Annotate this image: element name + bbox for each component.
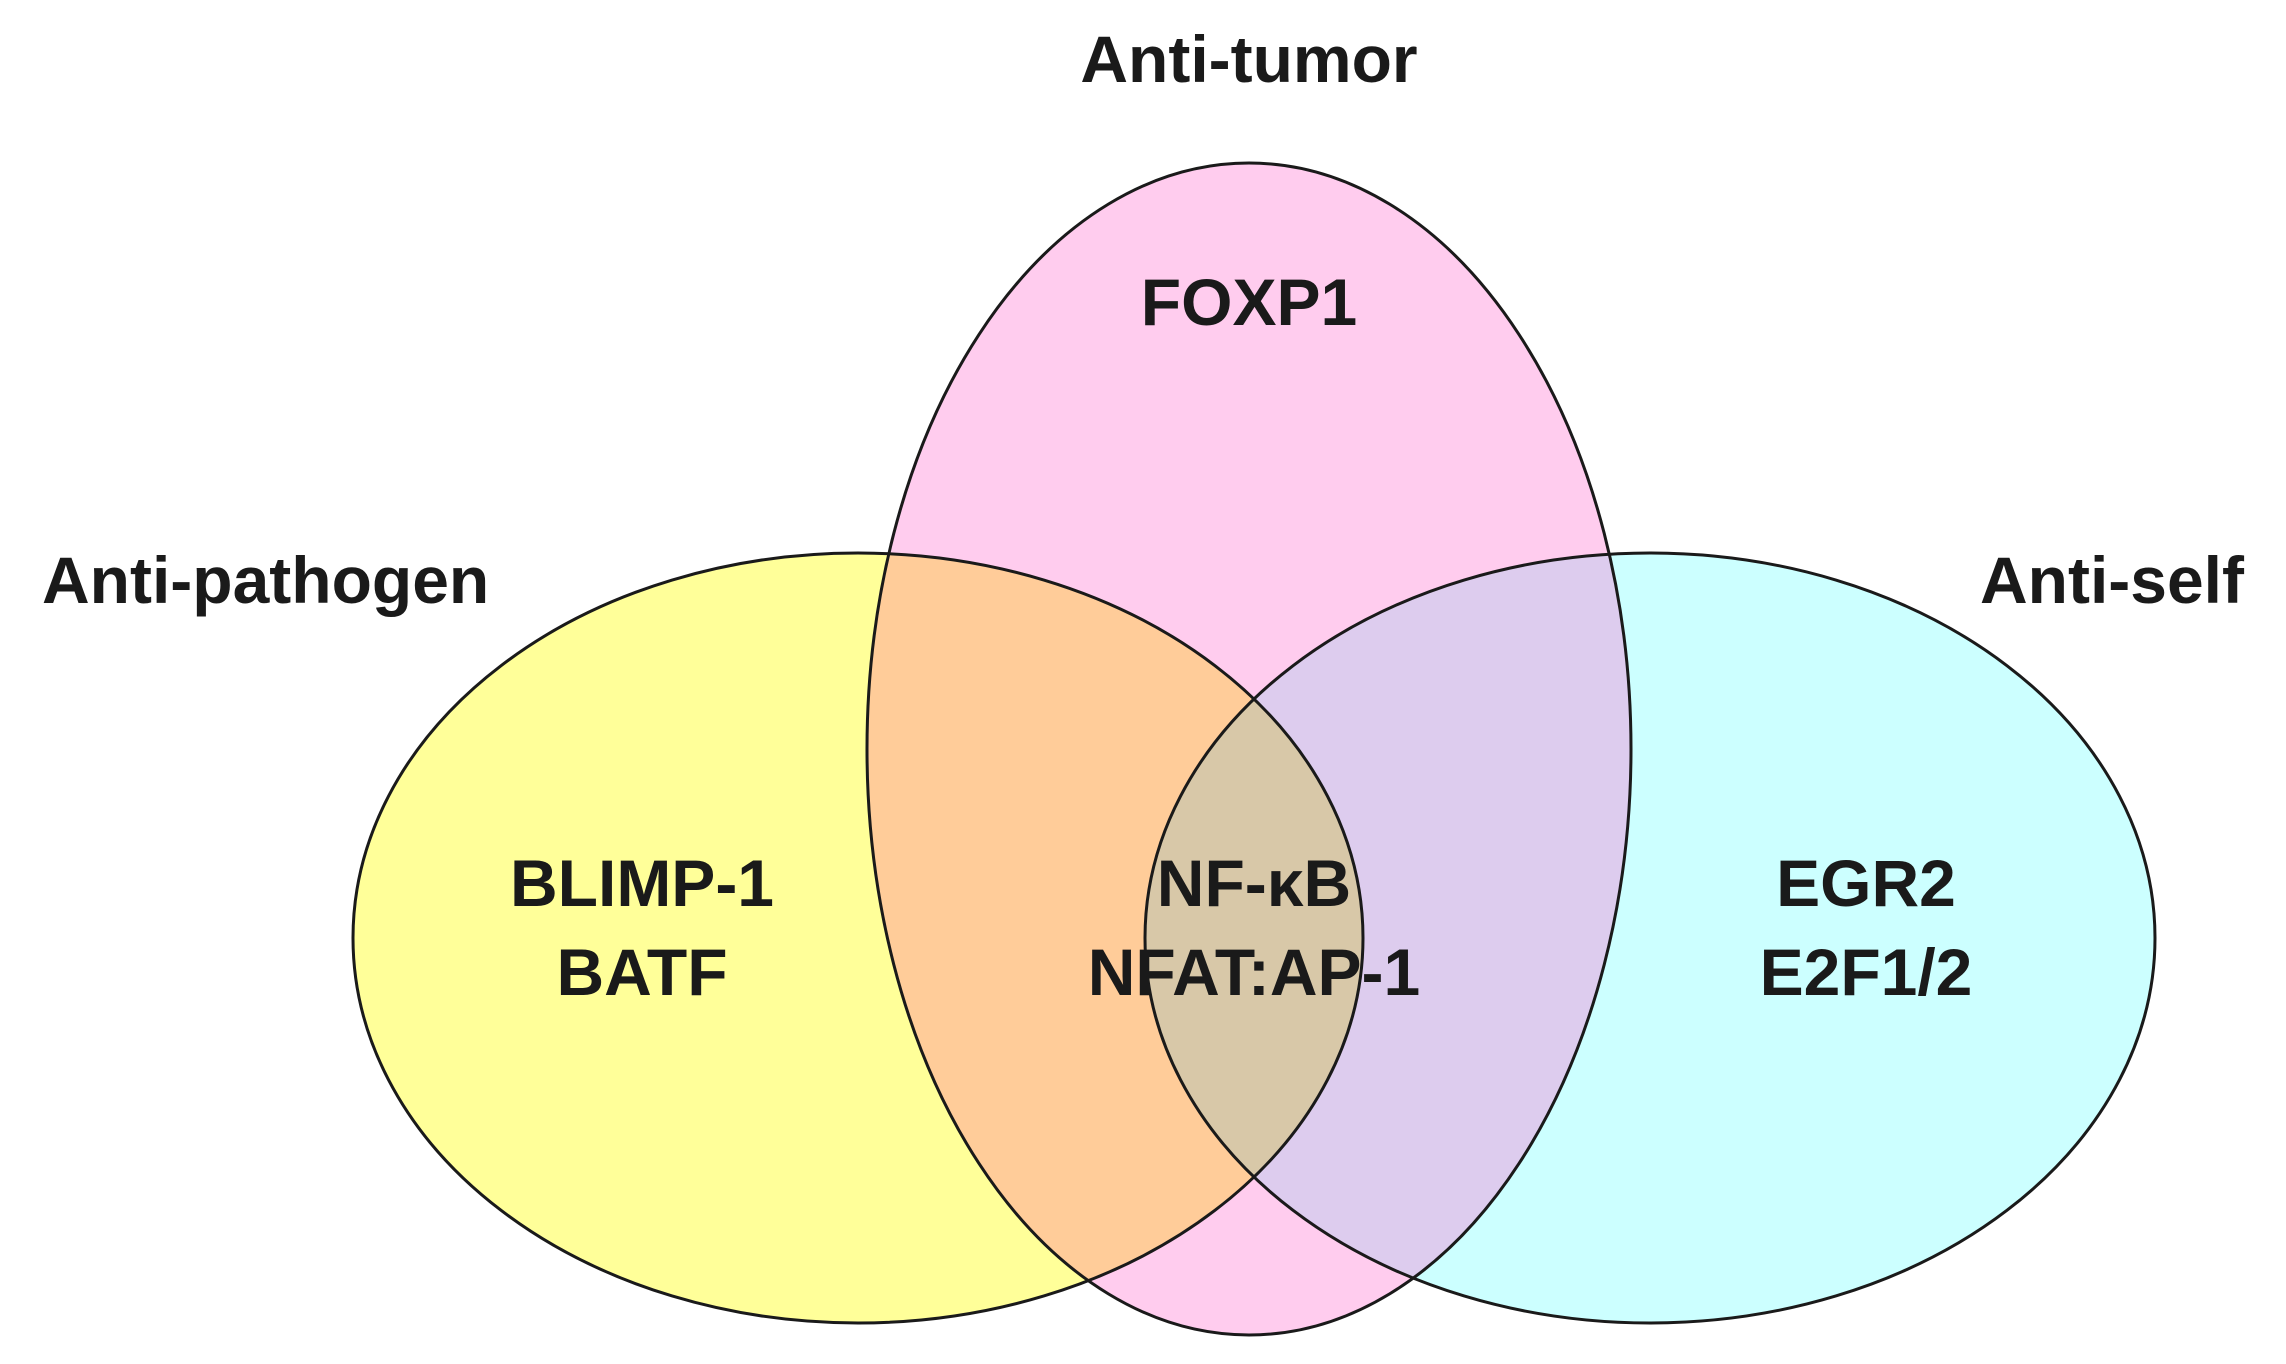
all-three-item: NF-κB [1157, 846, 1351, 920]
anti-self-title: Anti-self [1980, 543, 2245, 617]
anti-tumor-outline [865, 161, 1633, 1337]
anti-tumor-title: Anti-tumor [1080, 22, 1417, 96]
self-only-item: EGR2 [1776, 846, 1956, 920]
anti-self-outline [1143, 551, 2157, 1325]
pathogen-only-item: BLIMP-1 [510, 846, 774, 920]
pathogen-only-item: BATF [556, 935, 727, 1009]
self-only-item: E2F1/2 [1760, 935, 1973, 1009]
triple-overlap [1145, 553, 1363, 1323]
all-three-item: NFAT:AP-1 [1088, 935, 1420, 1009]
tumor-only-item: FOXP1 [1141, 265, 1357, 339]
anti-pathogen-title: Anti-pathogen [42, 543, 489, 617]
anti-pathogen-outline [351, 551, 1365, 1325]
